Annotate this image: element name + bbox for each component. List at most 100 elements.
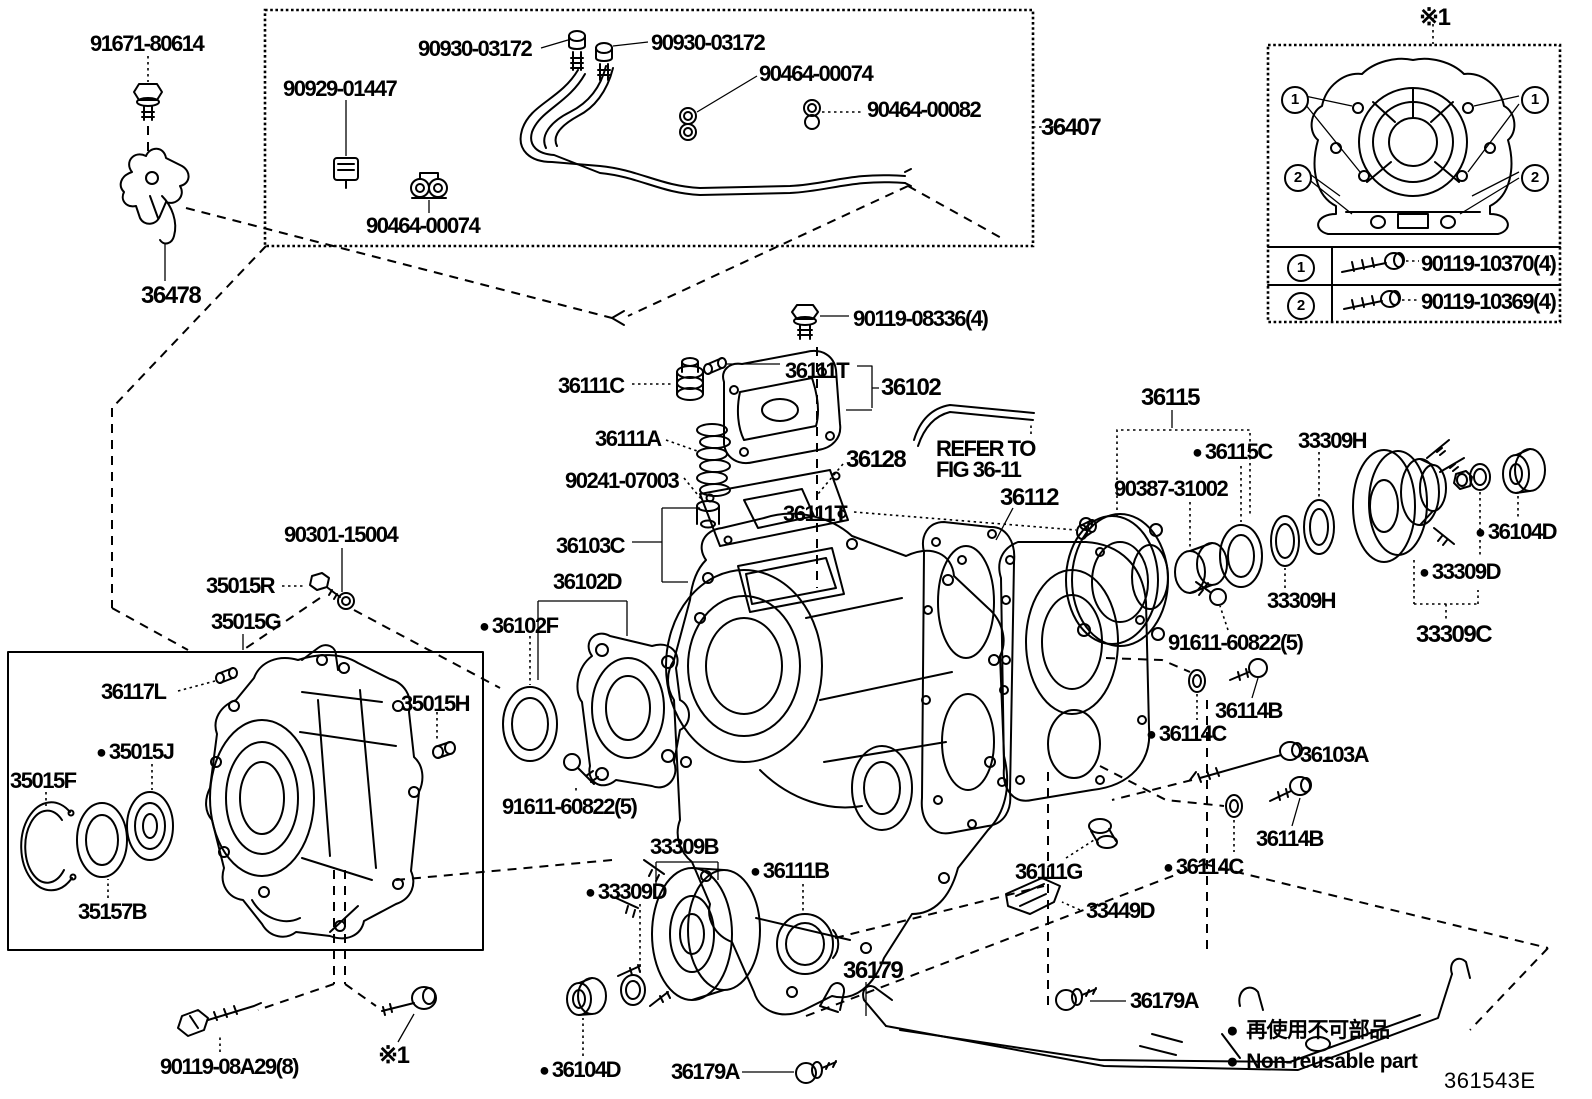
inset-table-num-1: 1 <box>1287 254 1315 282</box>
part-number-text: ※1 <box>1419 4 1451 31</box>
part-label-36114C-43: ●36114C <box>1146 723 1227 745</box>
part-label-36128-15: 36128 <box>846 448 907 472</box>
part-number-text: 36103C <box>556 533 626 558</box>
inset-table-part-1: 90119-10370(4) <box>1421 251 1557 276</box>
part-label-33309D-48: ●33309D <box>585 879 668 904</box>
part-label-33309H-29: 33309H <box>1267 588 1337 613</box>
part-label-9167180614-0: 91671-80614 <box>90 31 205 56</box>
part-label-36114C-46: ●36114C <box>1163 854 1244 879</box>
part-label-9030115004-32: 90301-15004 <box>284 524 399 546</box>
part-number-text: 36179 <box>843 957 904 984</box>
part-number-text: 36179A <box>1130 988 1200 1013</box>
part-label-36103A-44: 36103A <box>1300 742 1370 767</box>
part-number-text: REFER TO <box>936 436 1036 461</box>
part-number-text: 36104D <box>551 1057 622 1082</box>
part-label-36179A-53: 36179A <box>1130 988 1200 1013</box>
part-number-text: 90464-00082 <box>867 97 982 122</box>
part-label-9024107003-16: 90241-07003 <box>565 468 680 493</box>
part-number-text: 91611-60822(5) <box>1168 630 1304 655</box>
part-label-33449D-51: 33449D <box>1086 900 1156 922</box>
non-reusable-dot: ● <box>96 742 107 762</box>
part-label-36111T-12: 36111T <box>785 358 850 383</box>
part-number-text: 90241-07003 <box>565 468 680 493</box>
part-number-text: 35015H <box>401 691 471 716</box>
inset-table-num-2: 2 <box>1287 292 1315 320</box>
part-number-text: 36115 <box>1141 384 1200 411</box>
part-number-text: 36117L <box>101 679 167 704</box>
part-number-text: 90464-00074 <box>366 213 481 238</box>
part-number-text: 35015R <box>206 573 276 598</box>
part-number-text: FIG 36-11 <box>936 457 1022 482</box>
part-number-text: 36111T <box>783 501 848 526</box>
part-label-9046400074-6: 90464-00074 <box>366 213 481 238</box>
part-label-36114B-45: 36114B <box>1256 828 1324 850</box>
part-label-9092901447-3: 90929-01447 <box>283 76 398 101</box>
figure-code: 361543E <box>1444 1068 1536 1093</box>
part-label-33309C-30: 33309C <box>1416 623 1493 647</box>
part-label-35015F-39: 35015F <box>10 770 77 792</box>
part-number-text: 36478 <box>141 282 202 309</box>
legend-dot: ● <box>1226 1019 1239 1042</box>
part-label-36111C-11: 36111C <box>558 373 625 398</box>
part-label-9093003172-1: 90930-03172 <box>418 36 533 61</box>
part-label-1-9: ※1 <box>1419 4 1451 31</box>
part-label-36103C-25: 36103C <box>556 533 626 558</box>
non-reusable-dot: ● <box>585 882 596 902</box>
part-number-text: 33309H <box>1267 588 1337 613</box>
part-label-REFERTO-17: REFER TO <box>936 436 1036 461</box>
part-label-36102-13: 36102 <box>881 376 942 400</box>
part-label-36111T-19: 36111T <box>783 501 848 526</box>
part-label-36179A-54: 36179A <box>671 1061 741 1083</box>
part-label-36111B-49: ●36111B <box>750 860 830 882</box>
non-reusable-dot: ● <box>539 1060 550 1080</box>
part-label-36179-52: 36179 <box>843 957 904 984</box>
part-number-text: 36103A <box>1300 742 1370 767</box>
part-number-text: 36111A <box>595 426 662 451</box>
part-label-1-57: ※1 <box>378 1044 410 1068</box>
part-label-35015R-33: 35015R <box>206 573 276 598</box>
part-number-text: 90119-08A29(8) <box>160 1054 300 1079</box>
part-label-9093003172-2: 90930-03172 <box>651 30 766 55</box>
part-number-text: 90930-03172 <box>651 30 766 55</box>
inset-table-part-2: 90119-10369(4) <box>1421 289 1557 314</box>
part-label-35015J-38: ●35015J <box>96 741 175 763</box>
part-number-text: 36111C <box>558 373 625 398</box>
part-label-36102F-35: ●36102F <box>479 613 559 638</box>
non-reusable-dot: ● <box>1163 857 1174 877</box>
part-number-text: 36114C <box>1175 854 1244 879</box>
legend-text: 再使用不可部品 <box>1246 1019 1390 1042</box>
part-number-text: 90930-03172 <box>418 36 533 61</box>
part-number-text: 36102D <box>553 569 623 594</box>
non-reusable-dot: ● <box>1419 562 1430 582</box>
part-label-36115-21: 36115 <box>1141 384 1200 411</box>
part-number-text: 36111T <box>785 358 850 383</box>
part-label-91611608225-41: 91611-60822(5) <box>502 794 638 819</box>
part-label-36114B-42: 36114B <box>1215 700 1283 722</box>
part-label-36111G-50: 36111G <box>1015 859 1083 884</box>
non-reusable-dot: ● <box>479 616 490 636</box>
part-label-36117L-36: 36117L <box>101 679 167 704</box>
part-number-text: 90387-31002 <box>1114 476 1229 501</box>
part-label-FIG3611-18: FIG 36-11 <box>936 457 1022 482</box>
part-label-36407-7: 36407 <box>1041 114 1102 141</box>
part-number-text: 36102F <box>491 613 559 638</box>
non-reusable-dot: ● <box>750 861 761 881</box>
part-label-36112-20: 36112 <box>1000 484 1059 511</box>
part-label-9011908A298-56: 90119-08A29(8) <box>160 1054 300 1079</box>
part-label-35015H-37: 35015H <box>401 691 471 716</box>
part-label-36104D-27: ●36104D <box>1475 521 1557 543</box>
part-label-36102D-26: 36102D <box>553 569 623 594</box>
part-number-text: 90929-01447 <box>283 76 398 101</box>
part-number-text: 33309H <box>1298 428 1368 453</box>
part-number-text: 33309D <box>597 879 668 904</box>
part-number-text: 36112 <box>1000 484 1059 511</box>
non-reusable-dot: ● <box>1146 724 1157 744</box>
part-number-text: 91671-80614 <box>90 31 205 56</box>
part-label-35015G-34: 35015G <box>211 611 282 633</box>
part-number-text: 91611-60822(5) <box>502 794 638 819</box>
legend-row-1: ●Non-reusable part <box>1226 1050 1418 1073</box>
legend-row-0: ● 再使用不可部品 <box>1226 1019 1390 1042</box>
part-number-text: 33309B <box>650 834 720 859</box>
part-number-text: 36407 <box>1041 114 1102 141</box>
part-number-text: 36111G <box>1015 859 1083 884</box>
